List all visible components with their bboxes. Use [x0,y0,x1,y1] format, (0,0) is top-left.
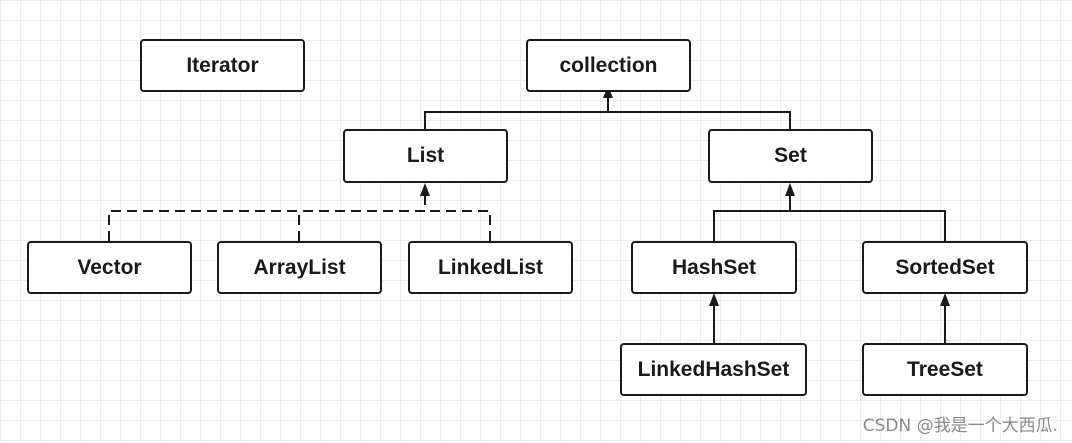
iterator-node: Iterator [140,39,305,92]
connector-sortedset-to-set [790,210,946,241]
arrowhead-hashset [709,293,719,306]
connector-list-to-collection [424,98,609,129]
treeset-node: TreeSet [862,343,1028,396]
sortedset-node: SortedSet [862,241,1028,294]
set-node: Set [708,129,873,183]
connector-hashset-to-set [713,195,791,241]
arrowhead-list [420,183,430,196]
arraylist-node: ArrayList [217,241,382,294]
linkedlist-node: LinkedList [408,241,573,294]
arrowhead-set [785,183,795,196]
vector-node: Vector [27,241,192,294]
connector-linkedlist-to-list [425,210,491,241]
connector-set-to-collection [608,111,791,129]
collection-node: collection [526,39,691,92]
list-node: List [343,129,508,183]
connector-vector-to-list [108,196,426,241]
arrowhead-sortedset [940,293,950,306]
csdn-watermark: CSDN @我是一个大西瓜. [862,416,1058,436]
hashset-node: HashSet [631,241,797,294]
linkedhashset-node: LinkedHashSet [620,343,807,396]
